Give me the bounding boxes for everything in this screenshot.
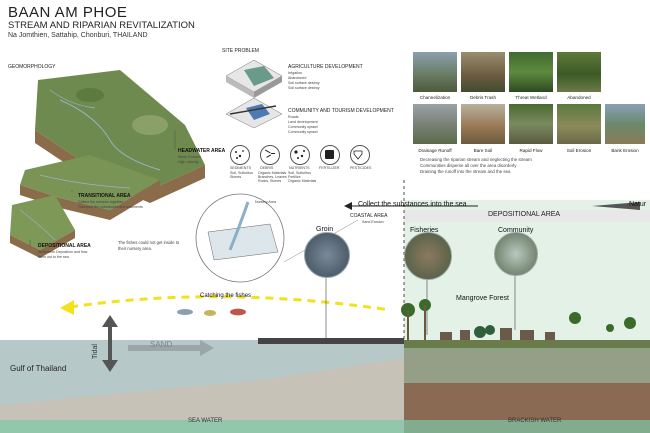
depositional-line-1: Sediments Deposition and flow (38, 250, 88, 254)
depositional-line-2: them out to the sea (38, 255, 69, 259)
photo-soil-erosion (557, 104, 601, 144)
fisheries-label: Fisheries (410, 227, 439, 234)
photo-rapid-flow (509, 104, 553, 144)
photo-debris-trash (461, 52, 505, 92)
fish-note-2: their nursery area. (118, 246, 152, 251)
agri-line-2: Abandoned (288, 76, 307, 80)
agri-title: AGRICULTURE DEVELOPMENT (288, 64, 363, 70)
fisheries-photo (404, 232, 452, 280)
photo-label-bare-soil: Bare Soil (473, 148, 493, 153)
photo-label-debris-trash: Debris Trash (469, 95, 497, 100)
transitional-line-2: Transport the substances and sediments (78, 205, 143, 209)
photo-caption-1: Decreasing the riparian stream and negle… (420, 157, 532, 162)
catching-label: Catching the fishes (200, 293, 252, 299)
community-dev-title: COMMUNITY AND TOURISM DEVELOPMENT (288, 108, 394, 114)
agri-line-1: Irrigation (288, 71, 302, 75)
nutrients-label: NUTRIENTS (289, 166, 310, 170)
agri-line-3: Soil surface destroy (288, 81, 320, 85)
groin-photo (304, 232, 350, 278)
headwater-line-1: Steep Erosion (178, 155, 201, 159)
gulf-label: Gulf of Thailand (10, 364, 67, 373)
brackish-water-label: BRACKISH WATER (508, 418, 562, 424)
geomorphology-heading: GEOMORPHOLOGY (8, 64, 56, 70)
depositional-title: DEPOSITIONAL AREA (38, 243, 91, 249)
depositional-area-label: DEPOSITIONAL AREA (488, 211, 561, 218)
groin-rocks (258, 338, 404, 344)
community-dev-line-4: Community sprawl (288, 130, 318, 134)
mangrove-label: Mangrove Forest (456, 295, 509, 302)
fertilizer-label: FERTILIZER (319, 166, 340, 170)
site-problem-heading: SITE PROBLEM (222, 48, 259, 54)
location-text: Na Jomthien, Sattahip, Chonburi, THAILAN… (8, 32, 148, 39)
terrain-blocks (10, 70, 205, 258)
photo-label-soil-erosion: Soil Erosion (566, 148, 592, 153)
page-title: BAAN AM PHOE (8, 4, 128, 21)
photo-caption-2: Communities disperse all over the area d… (420, 163, 517, 168)
nutrients-icon (290, 145, 310, 165)
bottom-band (0, 420, 650, 433)
sand-erosion-label: Sand Erosion (362, 220, 384, 224)
groin-label: Groin (316, 226, 334, 233)
tidal-arrow (102, 315, 118, 372)
sand-arrow (128, 340, 214, 356)
community-dev-line-3: Community sprawl (288, 125, 318, 129)
depositional-block (10, 195, 75, 258)
agri-line-4: Soil surface destroy (288, 86, 320, 90)
headwater-block (35, 70, 205, 203)
headwater-line-2: High velocity (178, 160, 199, 164)
sea-water-label: SEA WATER (188, 418, 223, 424)
natural-label: Natur (629, 201, 647, 208)
sand-label: SAND (150, 340, 173, 349)
page-subtitle: STREAM AND RIPARIAN REVITALIZATION (8, 20, 195, 31)
debris-line-2: Branches, Leaves (258, 175, 287, 179)
photo-label-rapid-flow: Rapid Flow (519, 148, 543, 153)
sediments-line-1: Soil, Sulfuritus (230, 171, 253, 175)
collect-label: Collect the substances into the sea (358, 201, 467, 208)
photo-threat-wetland (509, 52, 553, 92)
pollutant-glyphs (235, 149, 363, 160)
community-photo (494, 232, 538, 276)
fish-note-1: The fishes could not get inside to (118, 240, 180, 245)
sediments-line-2: Stones (230, 175, 242, 179)
community-dev-line-1: Roads (288, 115, 299, 119)
community-label: Community (498, 227, 534, 234)
photo-label-drainage-runoff: Drainage Runoff (418, 148, 452, 153)
photo-label-channelization: Channelization (419, 95, 451, 100)
photo-abandoned (557, 52, 601, 92)
photo-drainage-runoff (413, 104, 457, 144)
depositional-band (404, 210, 650, 222)
photo-caption-3: Draining the runoff into the stream and … (420, 169, 511, 174)
debris-line-3: Rocks, Stones (258, 179, 282, 183)
pesticides-icon (350, 145, 370, 165)
photo-label-threat-wetland: Threat Wetland (515, 95, 547, 100)
coastal-area-label: COASTAL AREA (350, 213, 388, 219)
sediments-label: SEDIMENTS (230, 166, 251, 170)
photo-label-abandoned: Abandoned (567, 95, 591, 100)
nutrients-line-2: Fertilize (288, 175, 301, 179)
photo-label-bank-erosion: Bank Erosion (611, 148, 639, 153)
site-problem-diagrams (225, 59, 283, 128)
catching-arrow (69, 295, 391, 312)
headwater-title: HEADWATER AREA (178, 148, 226, 154)
nutrients-line-3: Organic Materials (288, 179, 317, 183)
photo-bare-soil (461, 104, 505, 144)
debris-label: DEBRIS (260, 166, 274, 170)
nursery-label: Nursery Area (255, 200, 276, 204)
natural-arrow (592, 202, 640, 210)
sea-floor (0, 358, 404, 433)
community-dev-line-2: Land development (288, 120, 318, 124)
photo-bank-erosion (605, 104, 645, 144)
nutrients-line-1: Soil, Sulfuritus (288, 171, 311, 175)
pesticides-label: PESTICIDES (350, 166, 372, 170)
tidal-label: Tidal (91, 344, 99, 359)
transitional-title: TRANSITIONAL AREA (78, 193, 131, 199)
photo-channelization (413, 52, 457, 92)
transitional-line-1: Collect the streams together (78, 200, 123, 204)
debris-line-1: Organic Materials (258, 171, 287, 175)
